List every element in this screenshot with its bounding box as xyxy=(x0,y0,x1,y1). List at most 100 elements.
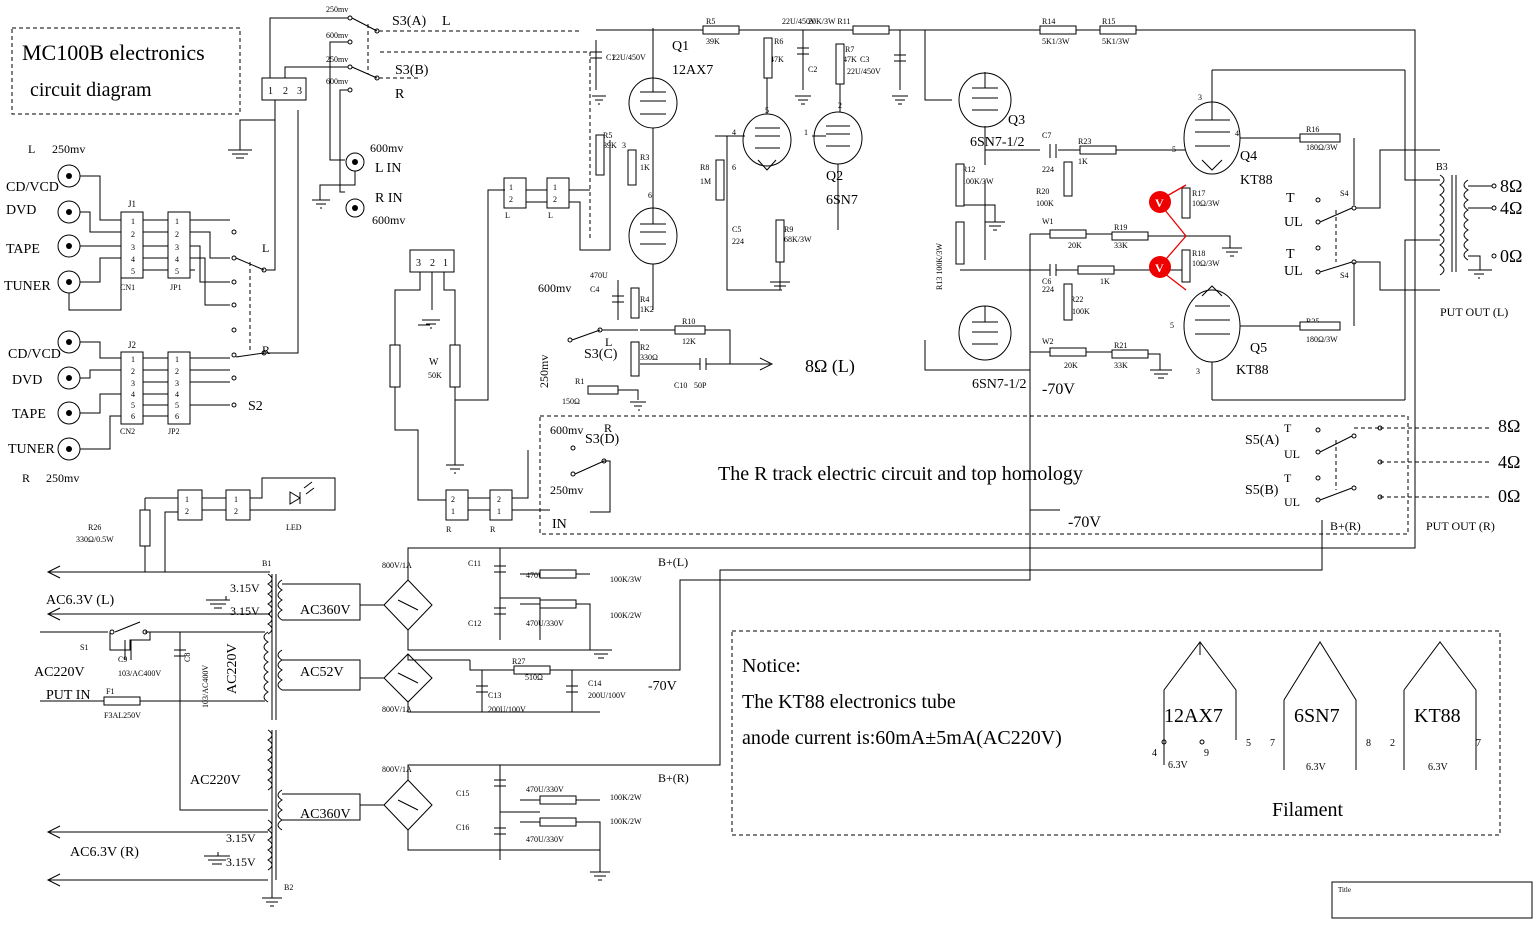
b1-label: B1 xyxy=(262,559,271,568)
q2-type: 6SN7 xyxy=(826,193,858,208)
r17-resistor xyxy=(1181,187,1191,219)
rca-jacks-left xyxy=(57,164,81,294)
r6-val: 47K xyxy=(770,55,784,64)
fuse-f1 xyxy=(103,696,141,706)
r-in-label: IN xyxy=(552,517,567,532)
fil-p1c: 5 xyxy=(1246,738,1251,749)
c3-label: C3 xyxy=(860,55,869,64)
input-r-src3: TAPE xyxy=(12,407,46,422)
w2-val: 20K xyxy=(1064,361,1078,370)
kt88-internals xyxy=(1195,69,1405,401)
r100k2w: 100K/2W xyxy=(610,611,642,620)
input-r-src2: DVD xyxy=(12,373,42,388)
c3-symbol xyxy=(892,30,908,105)
ledc1-pin2: 2 xyxy=(185,507,189,516)
bridge3-label: 800V/1A xyxy=(382,765,412,774)
aux-r-jack xyxy=(345,198,365,218)
aux-ground xyxy=(312,171,356,209)
q2-pin5: 5 xyxy=(765,106,769,115)
r9-val: 68K/3W xyxy=(784,235,812,244)
j1-pin1: 1 xyxy=(131,217,135,226)
b2-ground xyxy=(262,880,282,907)
r9-label: R9 xyxy=(784,225,793,234)
title-block-label: Title xyxy=(1338,886,1351,894)
conn-r2-pin2: 2 xyxy=(497,495,501,504)
r-track-box xyxy=(539,415,1409,535)
r19-resistor xyxy=(1111,231,1149,241)
j1-label: J1 xyxy=(128,199,136,209)
q5-tube xyxy=(1183,289,1241,363)
voltmeter-icon-q5 xyxy=(1149,256,1171,278)
c4-val: 470U xyxy=(590,271,608,280)
s3b-label: S3(B) xyxy=(395,63,429,78)
ac63l-wire xyxy=(46,546,270,579)
fil-v1: 6.3V xyxy=(1168,760,1189,771)
c4-label: C4 xyxy=(590,285,599,294)
fil-p1a: 4 xyxy=(1152,748,1157,759)
r4-val: 1K2 xyxy=(640,305,654,314)
fil-p1b: 9 xyxy=(1204,748,1209,759)
c4-symbol xyxy=(612,280,624,320)
r26-resistor xyxy=(139,509,151,547)
s2-label-r: R xyxy=(262,343,270,357)
r2-resistor xyxy=(630,341,640,377)
bplus-r-box: B+(R) xyxy=(1330,519,1361,533)
q1-label: Q1 xyxy=(672,39,689,54)
put-out-r: PUT OUT (R) xyxy=(1426,519,1495,533)
input-r-src4: TUNER xyxy=(8,442,55,457)
s3d-250: 250mv xyxy=(550,483,583,497)
fil-p2b: 8 xyxy=(1366,738,1371,749)
j2-pin4: 4 xyxy=(131,390,135,399)
j1-pin5: 5 xyxy=(131,267,135,276)
power-transformers xyxy=(263,573,283,880)
input-l-src4: TUNER xyxy=(4,279,51,294)
r7-val: 47K xyxy=(843,55,857,64)
r5a-resistor xyxy=(595,134,605,176)
s3c-label: S3(C) xyxy=(584,347,618,362)
s5-switches xyxy=(1315,425,1490,503)
c13-val: 200U/100V xyxy=(488,705,526,714)
r22-resistor xyxy=(1063,283,1073,321)
r21-resistor xyxy=(1111,349,1149,359)
conn-r1 xyxy=(445,489,469,521)
s5b-ul: UL xyxy=(1284,495,1300,509)
conn-r2 xyxy=(489,489,513,521)
r21-val: 33K xyxy=(1114,361,1128,370)
vol-pin3: 3 xyxy=(416,258,421,269)
r-1k-label: 1K xyxy=(1100,277,1110,286)
j2-label: J2 xyxy=(128,340,136,350)
conn-l1-pin2: 2 xyxy=(509,195,513,204)
aux-r-label: R IN xyxy=(375,191,403,206)
c3-val: 22U/450V xyxy=(847,67,881,76)
r4-resistor xyxy=(630,287,640,319)
r12-val: 100K/3W xyxy=(962,177,994,186)
r4-label: R4 xyxy=(640,295,649,304)
q2-pin2: 2 xyxy=(838,101,842,110)
r7-resistor xyxy=(835,43,845,85)
r10-val: 12K xyxy=(682,337,696,346)
s4a-t: T xyxy=(1286,191,1295,206)
c7-label: C7 xyxy=(1042,131,1051,140)
put-in-label: PUT IN xyxy=(46,688,90,703)
vol-w-label: W xyxy=(429,357,439,368)
filament-label: Filament xyxy=(1272,799,1344,821)
jp1-pin4: 4 xyxy=(175,255,179,264)
j1-pin2: 2 xyxy=(131,230,135,239)
bias-wires xyxy=(985,144,1242,510)
bridge1-label: 800V/1A xyxy=(382,561,412,570)
conn-l2 xyxy=(546,177,570,209)
notice-line2: anode current is:60mA±5mA(AC220V) xyxy=(742,727,1062,749)
r-track-text: The R track electric circuit and top hom… xyxy=(718,463,1083,485)
conn-l1 xyxy=(503,177,527,209)
r100k3w: 100K/3W xyxy=(610,575,642,584)
ac63l-wire2 xyxy=(46,607,270,621)
input-l-header: L xyxy=(28,142,35,156)
out-8ohm-l: 8Ω (L) xyxy=(805,356,855,377)
c14-label: C14 xyxy=(588,679,601,688)
c8-val: 103/AC400V xyxy=(201,665,210,708)
c10-label: C10 xyxy=(674,381,687,390)
ledc2-pin1: 1 xyxy=(234,495,238,504)
c12-val: 470U/330V xyxy=(526,619,564,628)
r9-resistor xyxy=(775,219,785,263)
q3-type: 6SN7-1/2 xyxy=(970,135,1024,150)
